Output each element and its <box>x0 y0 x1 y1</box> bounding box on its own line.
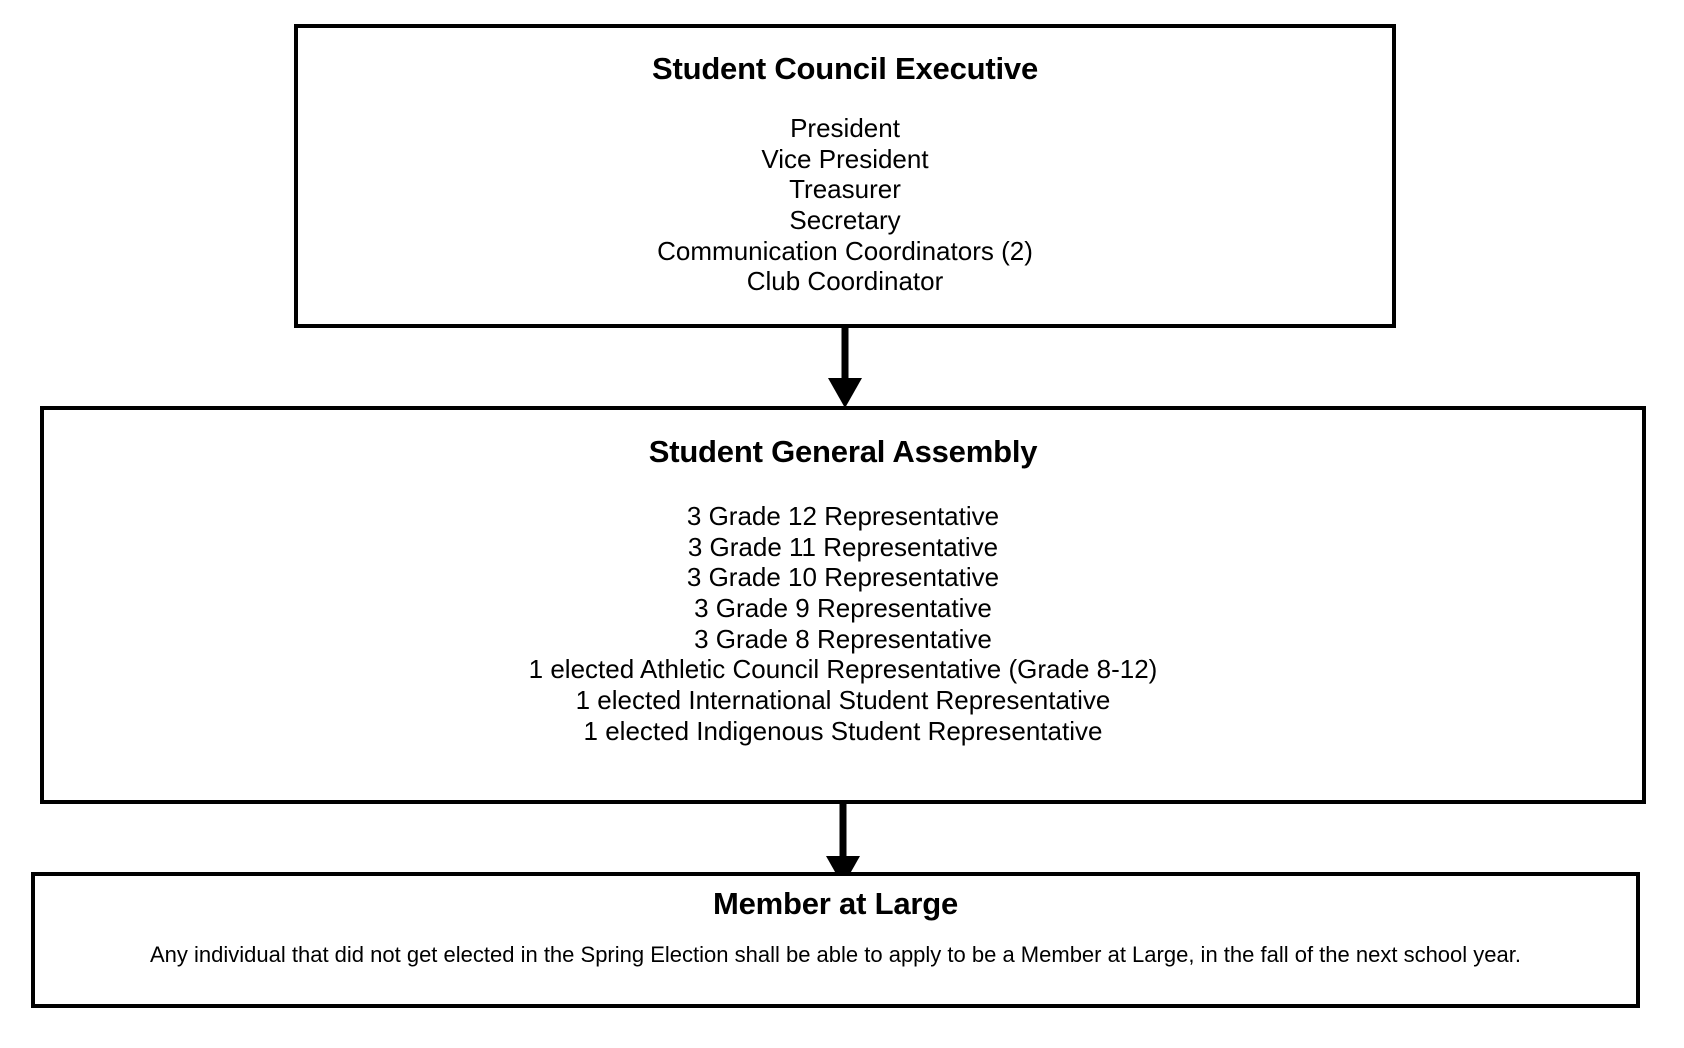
node-title-student-general-assembly: Student General Assembly <box>648 434 1038 469</box>
node-student-general-assembly: Student General Assembly 3 Grade 12 Repr… <box>40 406 1646 804</box>
node-student-council-executive: Student Council Executive President Vice… <box>294 24 1396 328</box>
arrow-shaft <box>841 326 849 380</box>
node-roles-student-general-assembly: 3 Grade 12 Representative 3 Grade 11 Rep… <box>528 501 1158 746</box>
connector-exec-to-assembly <box>810 326 880 408</box>
arrow-head-down-icon <box>828 378 862 408</box>
node-roles-student-council-executive: President Vice President Treasurer Secre… <box>657 113 1033 297</box>
node-title-student-council-executive: Student Council Executive <box>651 51 1038 86</box>
arrow-shaft <box>839 802 847 858</box>
node-title-member-at-large: Member at Large <box>712 886 959 921</box>
node-description-member-at-large: Any individual that did not get elected … <box>150 942 1521 967</box>
node-member-at-large: Member at Large Any individual that did … <box>31 872 1640 1008</box>
